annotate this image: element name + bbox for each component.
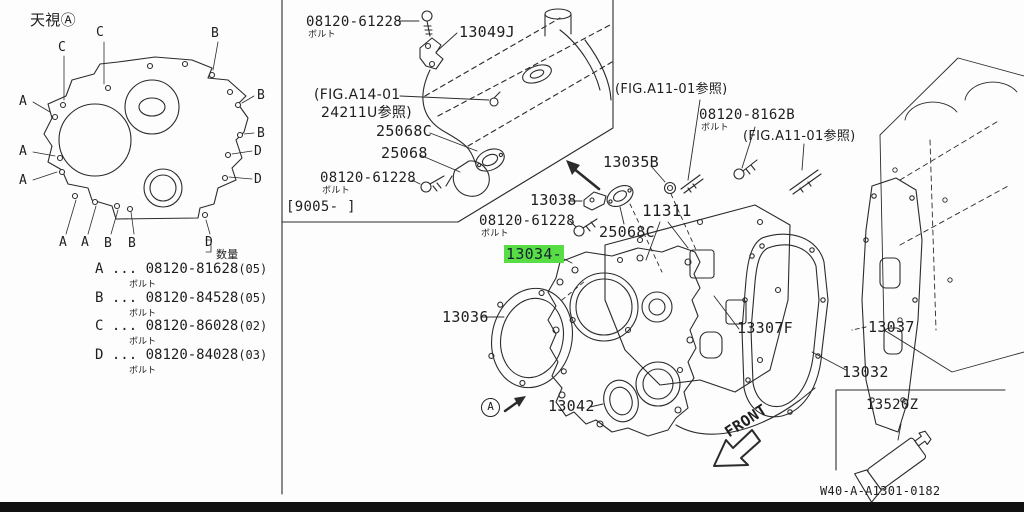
callout-letter: C xyxy=(58,40,67,55)
bolt-legend-row: A ... 08120-81628(05) ボルト xyxy=(95,261,267,290)
left-view-drawing xyxy=(32,41,255,253)
bolt-type: ボルト xyxy=(129,366,157,376)
part-number-08120-61228: 08120-61228 xyxy=(306,14,403,30)
part-number-13032: 13032 xyxy=(842,363,889,381)
view-title: 天視Ⓐ xyxy=(30,11,76,29)
part-number-08120-61228: 08120-61228 xyxy=(479,213,576,229)
callout-letter: B xyxy=(211,26,220,41)
part-number-25068: 25068 xyxy=(381,144,428,162)
bolt-letter: C xyxy=(95,318,104,334)
bolt-dots: ... xyxy=(111,318,138,334)
callout-letter: C xyxy=(96,25,105,40)
part-number-13042: 13042 xyxy=(548,397,595,415)
callout-letter: B xyxy=(257,88,266,103)
bolt-letter: A xyxy=(95,261,104,277)
bolt-qty: (02) xyxy=(238,319,268,333)
bolt-qty: (05) xyxy=(238,262,268,276)
part-number-13038: 13038 xyxy=(530,191,577,209)
part-number-11311: 11311 xyxy=(642,201,692,220)
bolt-qty: (03) xyxy=(238,348,268,362)
callout-letter: B xyxy=(104,236,113,251)
inset-drawing xyxy=(398,8,613,197)
bolt-letter: D xyxy=(95,347,104,363)
part-number-13034-highlighted: 13034- xyxy=(504,245,564,263)
bolt-type: ボルト xyxy=(129,280,157,290)
fig-ref-a11-2: (FIG.A11-01参照) xyxy=(743,129,856,144)
callout-letter: B xyxy=(128,236,137,251)
bolt-type-label: ボルト xyxy=(322,186,350,196)
bolt-dots: ... xyxy=(111,290,138,306)
bolt-legend-row: D ... 08120-84028(03) ボルト xyxy=(95,347,267,376)
part-number-08120-61228: 08120-61228 xyxy=(320,170,417,186)
view-a-marker: A xyxy=(481,398,500,417)
bolt-type-label: ボルト xyxy=(308,30,336,40)
fig-ref-a14: (FIG.A14-01 xyxy=(314,87,401,103)
fig-ref-a11-1: (FIG.A11-01参照) xyxy=(615,82,728,97)
part-number-13049j: 13049J xyxy=(459,23,515,41)
bolt-letter: B xyxy=(95,290,104,306)
bolt-type-label: ボルト xyxy=(701,123,729,133)
callout-letter: A xyxy=(59,235,68,250)
bolt-dots: ... xyxy=(111,261,138,277)
bolt-number: 08120-84528 xyxy=(145,290,239,306)
applicability-date-range: [9005- ] xyxy=(286,199,356,215)
part-number-25068c: 25068C xyxy=(599,223,655,241)
callout-letter: D xyxy=(254,144,263,159)
part-number-13307f: 13307F xyxy=(737,319,793,337)
bolt-dots: ... xyxy=(111,347,138,363)
callout-letter: A xyxy=(81,235,90,250)
bolt-type: ボルト xyxy=(129,337,157,347)
main-drawing xyxy=(481,57,1024,503)
part-number-13037: 13037 xyxy=(868,318,915,336)
callout-letter: A xyxy=(19,94,28,109)
callout-letter: A xyxy=(19,144,28,159)
bolt-legend-row: C ... 08120-86028(02) ボルト xyxy=(95,318,267,347)
part-number-25068c: 25068C xyxy=(376,122,432,140)
part-number-13036: 13036 xyxy=(442,308,489,326)
part-number-08120-8162b: 08120-8162B xyxy=(699,107,796,123)
callout-letter: D xyxy=(254,172,263,187)
drawing-code: W40-A-A1301-0182 xyxy=(820,484,941,498)
bolt-qty: (05) xyxy=(238,291,268,305)
quantity-label: 数量 xyxy=(216,248,239,261)
callout-letter: B xyxy=(257,126,266,141)
bolt-legend-row: B ... 08120-84528(05) ボルト xyxy=(95,290,267,319)
bolt-number: 08120-81628 xyxy=(145,261,239,277)
bolt-type: ボルト xyxy=(129,309,157,319)
part-number-13520z: 13520Z xyxy=(866,397,919,413)
bolt-number: 08120-86028 xyxy=(145,318,239,334)
highlight: 13034- xyxy=(504,245,564,263)
fig-ref-24211u: 24211U参照) xyxy=(321,105,412,121)
bolt-number: 08120-84028 xyxy=(145,347,239,363)
callout-letter: A xyxy=(19,173,28,188)
callout-letter: D xyxy=(205,235,214,250)
bolt-type-label: ボルト xyxy=(481,229,509,239)
part-number-13035b: 13035B xyxy=(603,153,659,171)
